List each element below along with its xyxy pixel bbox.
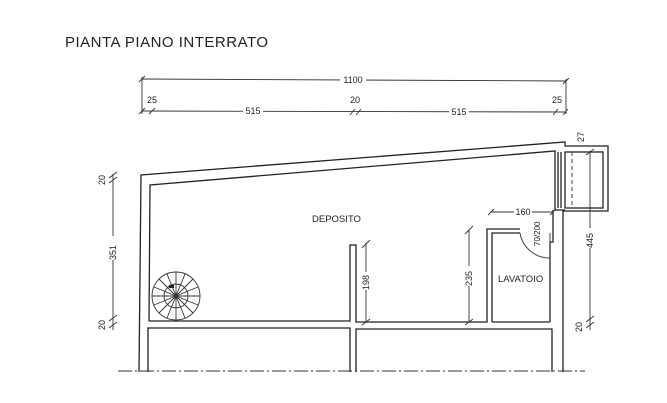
dim-label: 20 xyxy=(350,95,360,105)
walls xyxy=(118,141,609,373)
door-label: 70/200 xyxy=(533,221,542,246)
room-label-deposito: DEPOSITO xyxy=(312,214,361,225)
dim-label: 515 xyxy=(451,107,466,117)
dim-label: 351 xyxy=(108,245,118,260)
dim-label: 1100 xyxy=(343,75,362,85)
dim-label: 25 xyxy=(147,95,157,105)
dim-label: 160 xyxy=(515,207,530,217)
dimension-partition-height: 198 xyxy=(360,239,372,326)
dim-label: 20 xyxy=(574,322,584,332)
dimension-right-height: 445 27 20 xyxy=(574,132,596,332)
dimension-lavatoio-width: 160 xyxy=(487,206,557,217)
dim-label: 445 xyxy=(585,233,595,248)
dimension-left-height: 351 20 20 xyxy=(97,171,119,330)
dim-label: 198 xyxy=(361,275,371,290)
dim-label: 515 xyxy=(245,106,260,116)
dim-label: 20 xyxy=(97,320,107,330)
drawing-title: PIANTA PIANO INTERRATO xyxy=(65,34,269,51)
dim-label: 20 xyxy=(97,175,107,185)
dim-label: 25 xyxy=(552,95,562,105)
room-label-lavatoio: LAVATOIO xyxy=(498,274,543,285)
dimension-lavatoio-height: 235 xyxy=(463,225,475,326)
dimension-partial-widths: 25 515 20 515 25 xyxy=(138,95,569,117)
dimension-total-width: 1100 xyxy=(138,74,570,114)
dim-label: 235 xyxy=(464,271,474,286)
dim-label: 27 xyxy=(576,132,586,142)
spiral-stair-icon xyxy=(151,271,201,321)
